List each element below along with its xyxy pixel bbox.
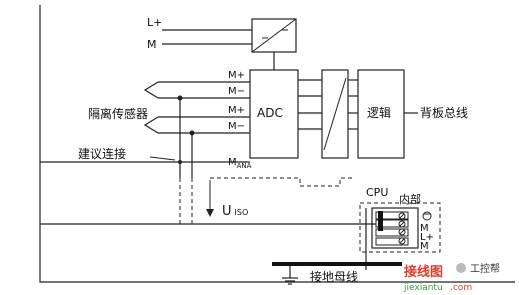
- watermark-logo-icon: [456, 263, 466, 273]
- cpu-jumper-bar: [378, 211, 383, 231]
- cpu-terminal-1: [375, 211, 409, 220]
- isolated-sensor-label: 隔离传感器: [88, 106, 148, 121]
- watermark-com: .com: [450, 283, 472, 293]
- backplane-bus-label: 背板总线: [420, 106, 468, 120]
- ground-bus-label: 接地母线: [310, 269, 358, 284]
- thermocouple-sensor-1: [143, 81, 159, 99]
- logic-label: 逻辑: [367, 106, 391, 120]
- cpu-terminal-3: [375, 228, 409, 237]
- cpu-terminal-m-1: M: [420, 223, 429, 234]
- cpu-terminal-2: [375, 219, 409, 228]
- watermark-brand: 接线图: [404, 264, 443, 280]
- label-m-ana: MANA: [228, 157, 252, 170]
- watermark-source: 工控帮: [470, 262, 500, 275]
- cpu-terminal-l-plus: L+: [420, 232, 434, 243]
- screw-slot: [399, 229, 405, 235]
- recommended-connection-pointer: [149, 156, 176, 161]
- screw-slot: [399, 213, 405, 219]
- label-m-plus-1: M+: [228, 70, 245, 81]
- label-m-plus-2: M+: [228, 105, 245, 116]
- ground-bus-bar: [272, 262, 402, 266]
- label-m: M: [147, 38, 157, 51]
- label-l-plus: L+: [147, 16, 162, 29]
- cpu-terminal-4: [375, 237, 409, 246]
- cpu-internal-label: 内部: [399, 192, 421, 206]
- thermocouple-sensor-2: [143, 116, 159, 134]
- label-m-minus-2: M−: [228, 121, 245, 132]
- junction-dot: [178, 160, 182, 164]
- adc-box: [249, 69, 299, 159]
- dc-converter-diagonal: [251, 18, 297, 53]
- cpu-ground-icon: [422, 211, 432, 221]
- label-m-minus-1: M−: [228, 86, 245, 97]
- cpu-label: CPU: [366, 186, 388, 199]
- isolation-boundary: [210, 177, 352, 187]
- isolation-box: [321, 69, 349, 159]
- screw-icon: [398, 228, 406, 236]
- screw-icon: [398, 220, 406, 228]
- cpu-terminal-m-2: M: [420, 241, 429, 252]
- screw-icon: [398, 212, 406, 220]
- screw-slot: [399, 238, 405, 244]
- logic-box: [357, 69, 405, 159]
- adc-label: ADC: [257, 106, 283, 120]
- cpu-internal-boundary: [359, 202, 441, 253]
- isolation-diagonal: [323, 77, 347, 151]
- recommended-connection-label: 建议连接: [78, 146, 126, 161]
- cpu-terminal-block: [371, 207, 419, 249]
- screw-slot: [399, 221, 405, 227]
- screw-icon: [398, 237, 406, 245]
- u-iso-arrow-head: [206, 209, 214, 217]
- watermark-site: jiexiantu: [403, 283, 443, 293]
- module-border: [39, 5, 515, 283]
